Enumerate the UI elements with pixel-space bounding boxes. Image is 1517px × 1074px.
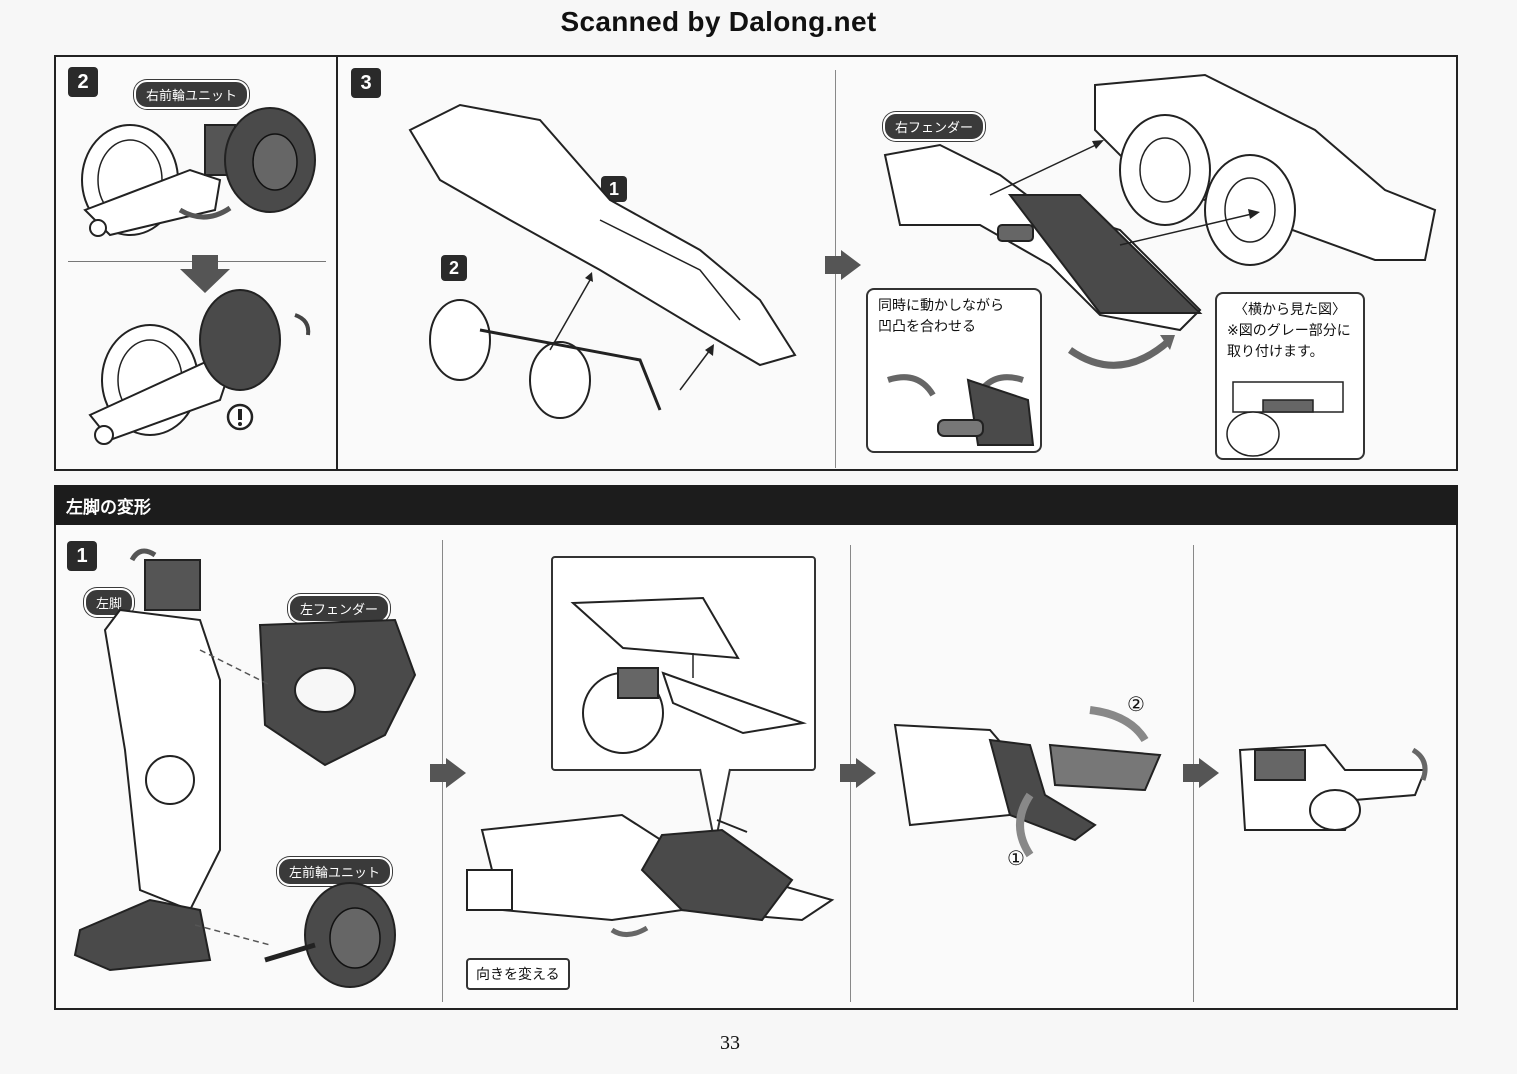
left-leg-illustration xyxy=(73,548,221,972)
fender-folded-result-illustration xyxy=(1238,743,1428,831)
fender-fold-illustration xyxy=(893,706,1162,858)
step2-wheel-illustration-bottom xyxy=(88,289,311,445)
step-2-badge: 2 xyxy=(68,67,98,97)
caution-icon xyxy=(226,403,254,431)
rotate-curve-arrow xyxy=(1067,335,1175,369)
zoom-detail-box xyxy=(551,556,816,771)
bottom-next-arrow-1 xyxy=(430,758,466,788)
step-circle-2: ② xyxy=(1127,692,1145,716)
scan-watermark-title: Scanned by Dalong.net xyxy=(560,6,877,37)
bottom-next-arrow-3 xyxy=(1183,758,1219,788)
page-number: 33 xyxy=(720,1032,740,1054)
left-fender-illustration xyxy=(258,618,417,767)
left-front-wheel-illustration xyxy=(264,882,396,988)
align-callout-box: 同時に動かしながら 凹凸を合わせる xyxy=(866,288,1042,453)
step-circle-1: ① xyxy=(1007,846,1025,870)
step3-next-arrow xyxy=(825,250,861,280)
fender-attach-arrows xyxy=(989,140,1260,246)
bottom-next-arrow-2 xyxy=(840,758,876,788)
side-view-box: 〈横から見た図〉 ※図のグレー部分に 取り付けます。 xyxy=(1215,292,1365,460)
side-view-title: 〈横から見た図〉 xyxy=(1234,302,1346,318)
top-divider-1 xyxy=(336,56,338,469)
align-callout-text: 同時に動かしながら 凹凸を合わせる xyxy=(878,298,1004,335)
step-1-badge: 1 xyxy=(67,541,97,571)
side-view-illustration xyxy=(1226,381,1344,457)
dashed-guide-lines xyxy=(194,649,271,946)
change-direction-note: 向きを変える xyxy=(466,958,570,990)
zoom-detail-illustration xyxy=(570,596,807,754)
sub-step-2-badge: 2 xyxy=(441,255,467,281)
right-fender-label: 右フェンダー xyxy=(883,112,986,141)
left-leg-label: 左脚 xyxy=(84,588,135,617)
side-view-note: ※図のグレー部分に 取り付けます。 xyxy=(1227,323,1351,360)
step2-wheel-illustration-top xyxy=(81,107,316,237)
step-3-badge: 3 xyxy=(351,68,381,98)
right-front-wheel-unit-label: 右前輪ユニット xyxy=(134,80,250,109)
right-fender-illustration xyxy=(883,143,1203,332)
step3-leg-assembly-illustration xyxy=(408,103,797,419)
step2-down-arrow xyxy=(180,255,230,293)
align-detail-illustration xyxy=(887,374,1035,446)
leg-rotation-illustration xyxy=(466,813,835,937)
section-header-left-leg-transform: 左脚の変形 xyxy=(54,485,1458,525)
